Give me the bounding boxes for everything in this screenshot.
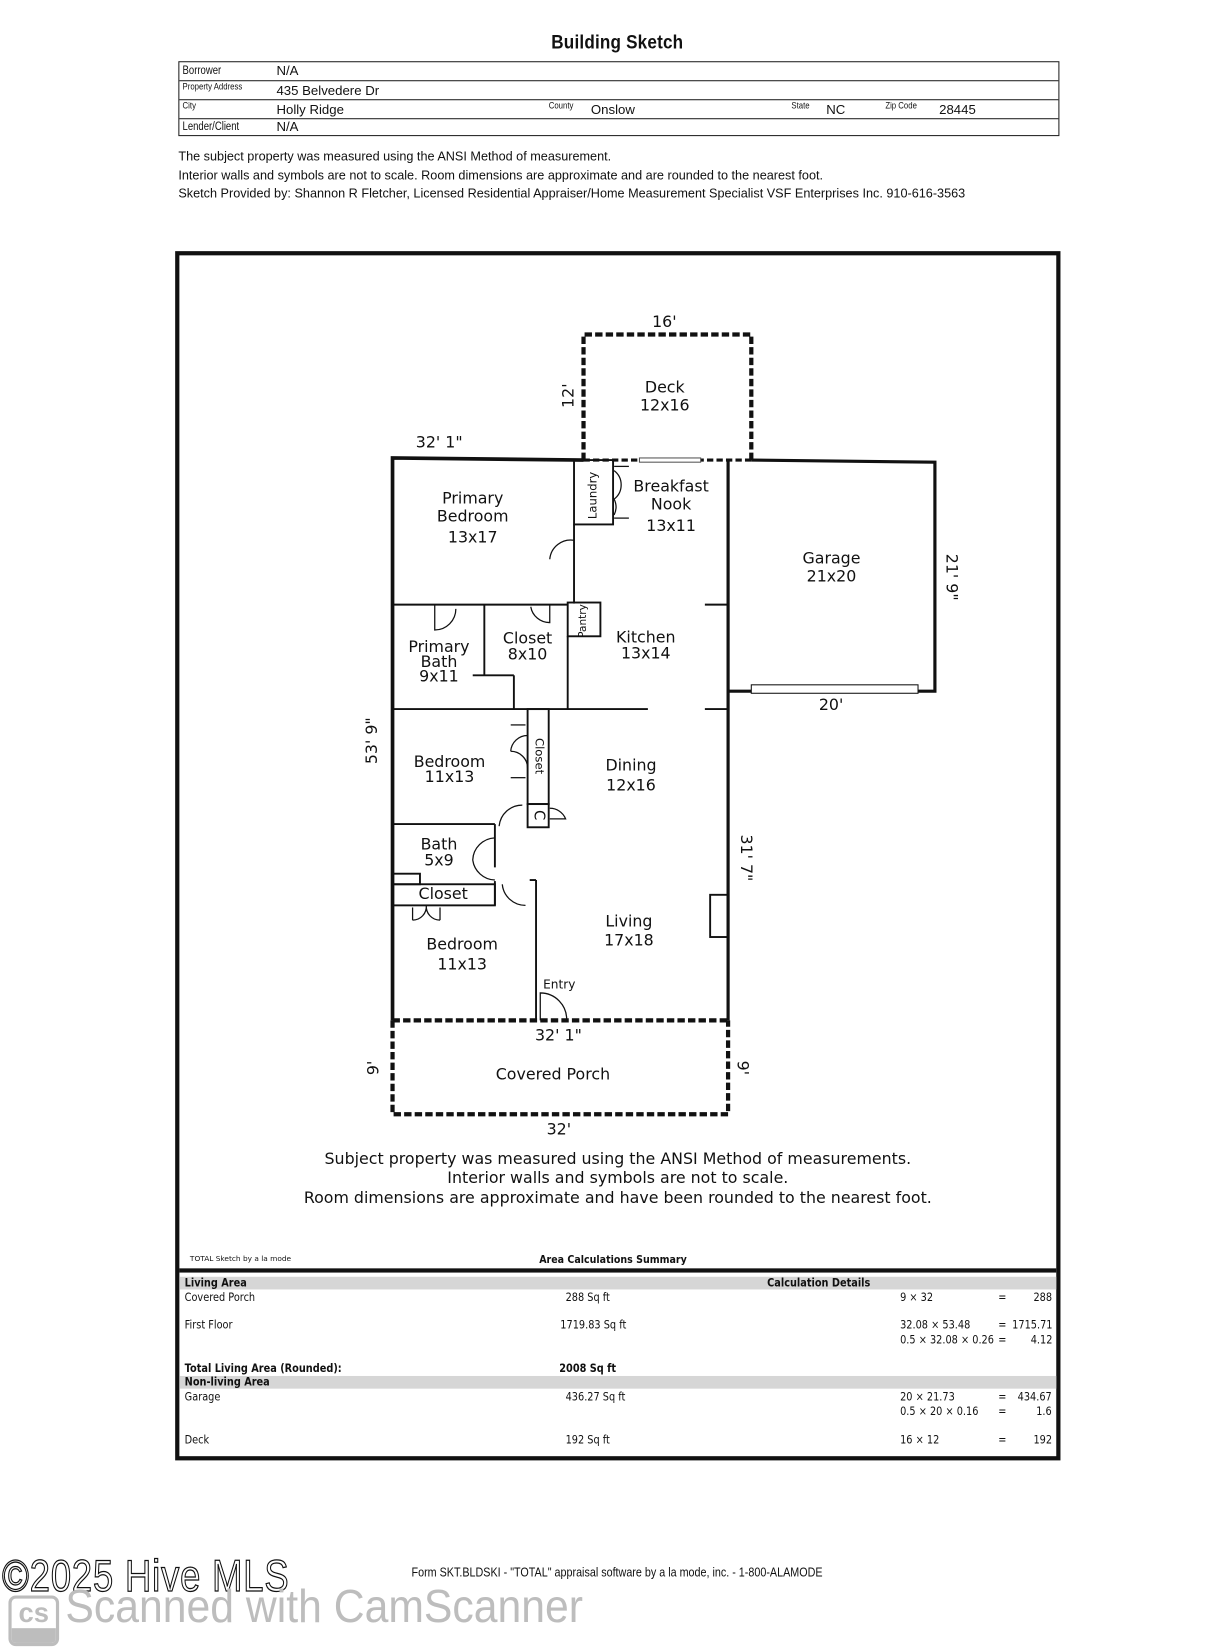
address-value: 435 Belvedere Dr <box>276 83 380 99</box>
note-provider: Sketch Provided by: Shannon R Fletcher, … <box>178 185 966 201</box>
note-scale: Interior walls and symbols are not to sc… <box>178 167 824 183</box>
camscanner-logo-icon: cs <box>8 1595 60 1647</box>
calc-expr: 0.5 × 32.08 × 0.26 <box>900 1333 994 1347</box>
calc-eq: = <box>998 1390 1007 1404</box>
nonliving-header-band <box>179 1375 1057 1389</box>
room-primary-bath: Primary Bath 9x11 <box>408 637 470 686</box>
county-value: Onslow <box>590 102 635 118</box>
row-area: 192 Sq ft <box>565 1434 610 1447</box>
row-name: Covered Porch <box>184 1291 256 1305</box>
sketch-frame <box>175 251 1061 1461</box>
dim-house-right: 31' 7" <box>736 834 756 882</box>
living-area-header: Living Area <box>184 1276 247 1290</box>
city-value: Holly Ridge <box>276 102 344 118</box>
room-bedroom-1: Bedroom 11x13 <box>413 752 486 787</box>
calc-expr: 0.5 × 20 × 0.16 <box>900 1405 979 1419</box>
row-name: Garage <box>184 1390 221 1404</box>
lender-value: N/A <box>276 119 299 135</box>
county-label: County <box>548 100 574 111</box>
dim-porch-left: 9' <box>363 1060 383 1076</box>
calc-result: 4.12 <box>1030 1333 1053 1347</box>
room-breakfast-nook: Breakfast Nook 13x11 <box>633 476 709 535</box>
room-c-closet: C <box>530 809 548 821</box>
city-row: City Holly Ridge County Onslow State NC … <box>179 99 1059 120</box>
nonliving-header: Non-living Area <box>184 1375 270 1389</box>
room-closet-hall: Closet <box>532 737 547 775</box>
area-summary-title: Area Calculations Summary <box>539 1254 687 1267</box>
calc-expr: 9 × 32 <box>900 1291 934 1305</box>
dim-porch-right: 9' <box>733 1060 753 1076</box>
state-label: State <box>791 100 810 111</box>
room-dining: Dining 12x16 <box>605 755 657 795</box>
calc-eq: = <box>998 1333 1007 1347</box>
row-area: 436.27 Sq ft <box>565 1390 626 1404</box>
note-ansi: The subject property was measured using … <box>178 148 612 164</box>
calc-expr: 16 × 12 <box>900 1434 940 1447</box>
room-bedroom-2: Bedroom 11x13 <box>426 934 498 974</box>
zip-label: Zip Code <box>885 100 917 111</box>
mls-watermark: ©2025 Hive MLS <box>2 1551 290 1602</box>
sketch-caption-3: Room dimensions are approximate and have… <box>303 1188 932 1208</box>
dim-house-bottom: 32' 1" <box>534 1025 582 1045</box>
borrower-row: Borrower N/A <box>179 62 1059 82</box>
form-footer-text: Form SKT.BLDSKI - "TOTAL" appraisal soft… <box>411 1564 823 1580</box>
lender-row: Lender/Client N/A <box>179 118 1058 136</box>
sketch-caption-2: Interior walls and symbols are not to sc… <box>447 1168 789 1188</box>
dim-porch-bottom: 32' <box>546 1119 572 1139</box>
calc-eq: = <box>998 1319 1007 1332</box>
calc-eq: = <box>998 1434 1007 1447</box>
room-closet-primary: Closet 8x10 <box>502 628 553 664</box>
calc-expr: 20 × 21.73 <box>900 1390 955 1404</box>
calculation-details-header: Calculation Details <box>767 1276 871 1290</box>
address-label: Property Address <box>182 81 243 92</box>
row-name: Deck <box>184 1434 210 1447</box>
floor-plan-drawing <box>390 332 937 1117</box>
room-laundry: Laundry <box>586 471 600 520</box>
state-value: NC <box>826 102 846 118</box>
room-garage: Garage 21x20 <box>802 548 861 586</box>
city-label: City <box>182 100 196 111</box>
calc-result: 434.67 <box>1017 1390 1053 1404</box>
total-living-value: 2008 Sq ft <box>559 1362 617 1375</box>
room-pantry: Pantry <box>577 604 590 638</box>
dim-deck-side: 12' <box>558 383 578 408</box>
dim-garage-side: 21' 9" <box>942 553 962 601</box>
borrower-value: N/A <box>276 63 299 79</box>
room-closet-bed2: Closet <box>418 884 468 904</box>
room-primary-bedroom: Primary Bedroom 13x17 <box>436 488 509 547</box>
room-covered-porch: Covered Porch <box>495 1064 611 1084</box>
row-area: 288 Sq ft <box>565 1291 610 1305</box>
calc-result: 1.6 <box>1036 1405 1053 1419</box>
room-entry: Entry <box>543 977 576 992</box>
address-row: Property Address 435 Belvedere Dr <box>179 80 1059 101</box>
calc-eq: = <box>998 1405 1007 1419</box>
software-credit: TOTAL Sketch by a la mode <box>189 1254 292 1264</box>
room-kitchen: Kitchen 13x14 <box>616 627 676 663</box>
property-info-table: Borrower N/A Property Address 435 Belved… <box>178 61 1060 137</box>
calc-result: 1715.71 <box>1011 1319 1053 1332</box>
calc-eq: = <box>998 1291 1007 1305</box>
camscanner-watermark: Scanned with CamScanner <box>65 1580 584 1633</box>
area-calculations-table: Living Area Calculation Details Covered … <box>179 1268 1057 1460</box>
dim-house-top: 32' 1" <box>415 432 463 452</box>
room-deck: Deck 12x16 <box>639 377 690 415</box>
page-title: Building Sketch <box>551 31 684 53</box>
calc-expr: 32.08 × 53.48 <box>900 1319 971 1332</box>
room-bath: Bath 5x9 <box>420 834 458 870</box>
living-area-header-band <box>179 1276 1057 1290</box>
zip-value: 28445 <box>939 102 976 118</box>
borrower-label: Borrower <box>182 64 222 78</box>
room-living: Living 17x18 <box>604 911 654 950</box>
dim-deck-top: 16' <box>652 312 677 332</box>
row-area: 1719.83 Sq ft <box>560 1319 627 1332</box>
dim-house-left: 53' 9" <box>362 717 382 765</box>
dim-garage-bottom: 20' <box>818 695 844 715</box>
total-living-label: Total Living Area (Rounded): <box>184 1362 342 1375</box>
sketch-caption-1: Subject property was measured using the … <box>324 1149 912 1169</box>
calc-result: 192 <box>1033 1434 1053 1447</box>
row-name: First Floor <box>184 1319 233 1332</box>
lender-label: Lender/Client <box>182 120 240 133</box>
calc-result: 288 <box>1033 1291 1053 1305</box>
